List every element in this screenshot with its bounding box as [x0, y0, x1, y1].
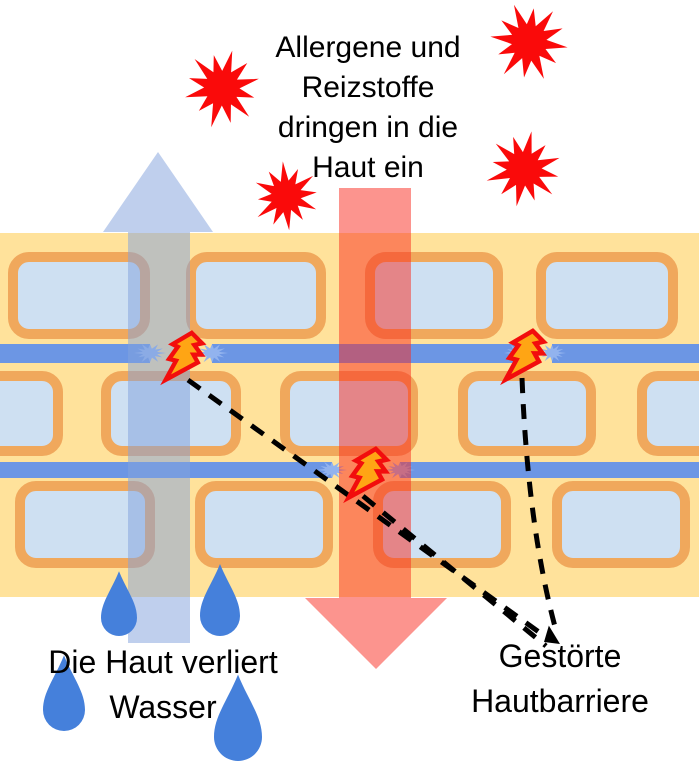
- disturbed-barrier-label: Gestörte Hautbarriere: [410, 634, 699, 724]
- allergens-entry-label-line: Allergene und: [275, 31, 461, 64]
- pointer-lines: [186, 377, 560, 648]
- water-loss-arrow-icon: [103, 152, 213, 643]
- skin-cell: [195, 481, 333, 568]
- pointer-arrowhead-icon: [544, 625, 560, 644]
- skin-cell: [0, 371, 63, 456]
- skin-cell: [552, 481, 690, 568]
- allergen-entry-arrow-icon: [305, 188, 447, 669]
- water-loss-label: Die Haut verliert Wasser: [13, 640, 313, 730]
- water-loss-label-line: Wasser: [109, 689, 217, 725]
- skin-cell: [8, 252, 150, 339]
- skin-cell: [637, 371, 699, 456]
- disturbed-barrier-label-line: Gestörte: [498, 638, 622, 674]
- skin-cell: [536, 252, 678, 339]
- dashed-pointer-line: [519, 377, 560, 635]
- skin-cell: [186, 252, 326, 339]
- water-loss-label-line: Die Haut verliert: [48, 644, 278, 680]
- allergens-entry-label-line: dringen in die: [277, 111, 459, 144]
- allergens-entry-label-line: Haut ein: [312, 151, 424, 184]
- dashed-pointer-line: [361, 494, 548, 648]
- allergens-entry-label-line: Reizstoffe: [301, 71, 435, 104]
- skin-cell: [458, 371, 596, 456]
- allergens-entry-label: Allergene und Reizstoffe dringen in die …: [218, 28, 518, 188]
- disturbed-barrier-label-line: Hautbarriere: [471, 683, 649, 719]
